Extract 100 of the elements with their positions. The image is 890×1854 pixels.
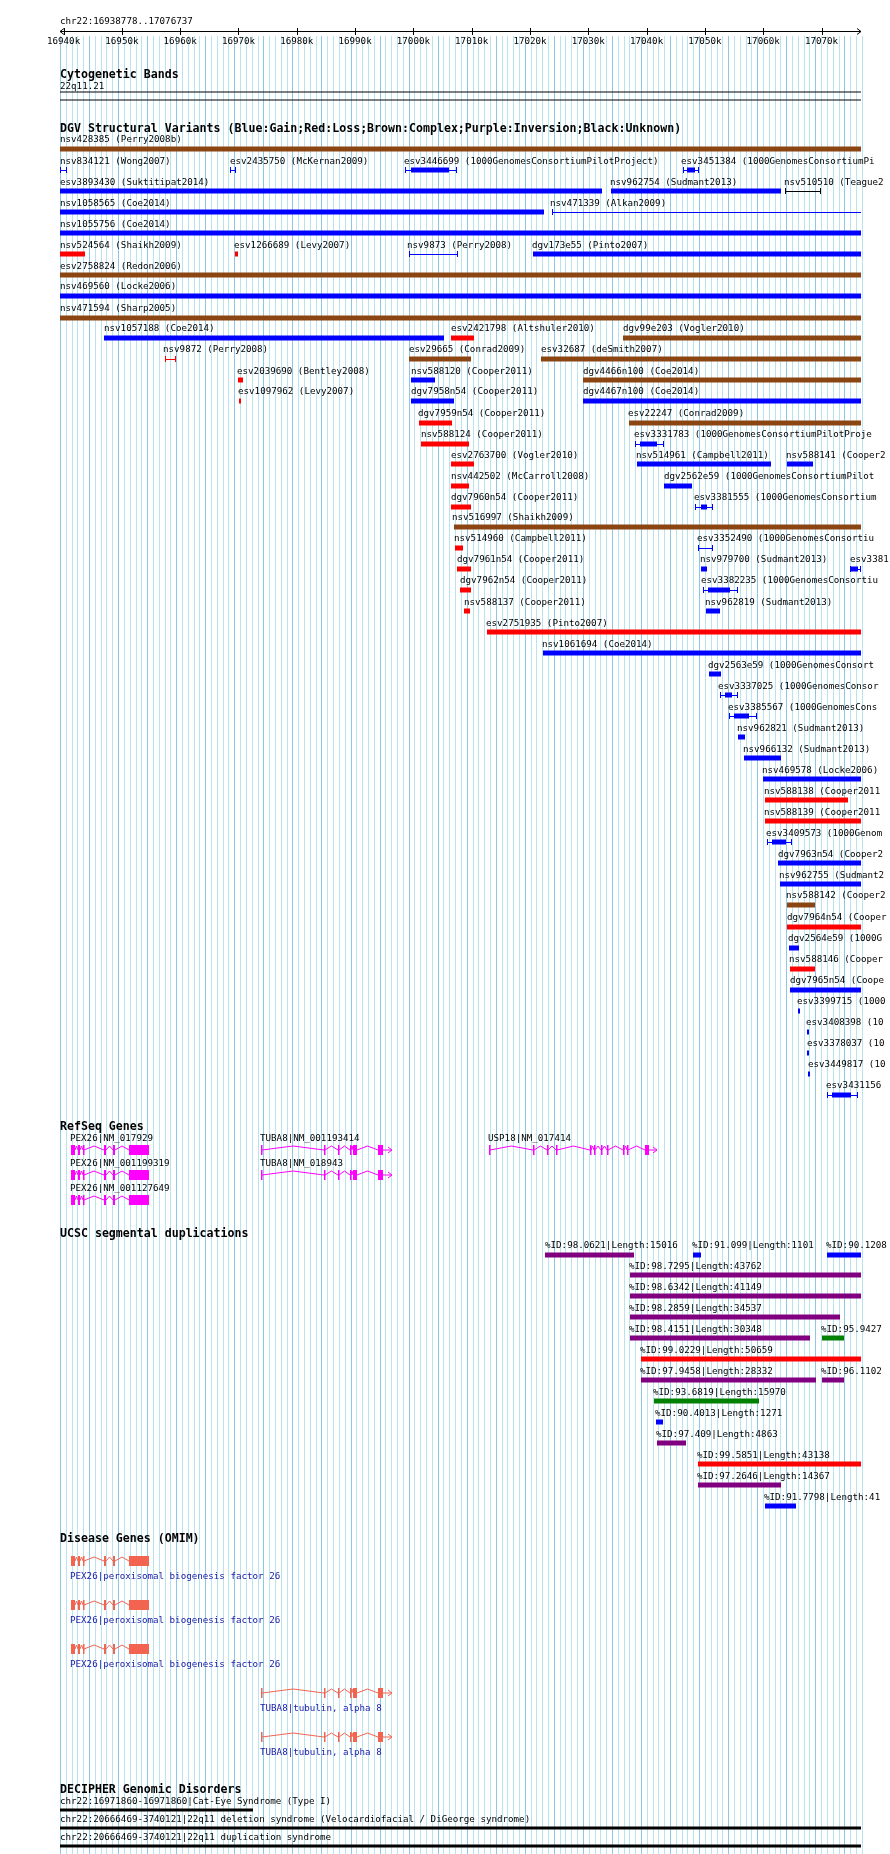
tick-label: 17000k [396,35,430,47]
variant-label: nsv588124 (Cooper2011) [421,428,543,440]
duplication-label: %ID:95.9427 [821,1323,882,1335]
variant-label: dgv4466n100 (Coe2014) [583,365,700,377]
variant-label: esv1266689 (Levy2007) [234,239,351,251]
gene-label: PEX26|NM_001127649 [70,1182,170,1194]
variant-label: dgv173e55 (Pinto2007) [532,239,649,251]
gene-label: TUBA8|NM_018943 [260,1157,343,1169]
variant-label: esv3331783 (1000GenomesConsortiumPilotProje [634,428,872,440]
variant-label: nsv962755 (Sudmant2 [779,869,885,881]
variant-label: nsv428385 (Perry2008b) [60,133,182,145]
variant-label: nsv442502 (McCarroll2008) [451,470,590,482]
variant-label: esv2039690 (Bentley2008) [237,365,370,377]
variant-label: dgv99e203 (Vogler2010) [623,322,745,334]
gene-label: USP18|NM_017414 [488,1132,571,1144]
variant-label: nsv516997 (Shaikh2009) [452,511,574,523]
variant-label: esv2763700 (Vogler2010) [451,449,579,461]
tick-label: 17070k [804,35,839,47]
gene-label: PEX26|NM_017929 [70,1132,153,1144]
variant-label: esv3381 [850,553,889,565]
variant-label: esv3385567 (1000GenomesCons [728,701,878,713]
variant-label: dgv7965n54 (Coope [790,974,885,986]
variant-label: dgv2563e59 (1000GenomesConsort [708,659,874,671]
variant-label: nsv1055756 (Coe2014) [60,218,171,230]
variant-label: nsv966132 (Sudmant2013) [743,743,871,755]
track-title: DGV Structural Variants (Blue:Gain;Red:Loss;Brown:Complex;Purple:Inversion;Black:Unknown) [60,122,682,134]
disease-gene-label: PEX26|peroxisomal biogenesis factor 26 [70,1658,281,1670]
variant-label: dgv7963n54 (Cooper2 [778,848,884,860]
tick-label: 17040k [630,35,664,47]
track-title: UCSC segmental duplications [60,1227,249,1239]
variant-label: esv3409573 (1000Genom [766,827,883,839]
variant-label: nsv962821 (Sudmant2013) [737,722,865,734]
gene-label: PEX26|NM_001199319 [70,1157,170,1169]
variant-label: dgv4467n100 (Coe2014) [583,385,700,397]
tick-label: 17020k [513,35,547,47]
variant-label: nsv588142 (Cooper2 [786,889,886,901]
band-label: 22q11.21 [60,80,105,92]
duplication-label: %ID:97.409|Length:4863 [656,1428,778,1440]
variant-label: esv3381555 (1000GenomesConsortium [694,491,877,503]
tick-label: 16960k [163,35,197,47]
variant-label: nsv469560 (Locke2006) [60,280,177,292]
duplication-label: %ID:97.9458|Length:28332 [640,1365,773,1377]
variant-label: dgv7961n54 (Cooper2011) [457,553,585,565]
variant-label: nsv514961 (Campbell2011) [636,449,769,461]
variant-label: esv2751935 (Pinto2007) [486,617,608,629]
duplication-label: %ID:90.4013|Length:1271 [655,1407,783,1419]
variant-label: esv3451384 (1000GenomesConsortiumPi [681,155,875,167]
variant-label: nsv834121 (Wong2007) [60,155,171,167]
variant-label: nsv9873 (Perry2008) [407,239,513,251]
coordinate-label: chr22:16938778..17076737 [60,15,193,27]
variant-label: nsv510510 (Teague2 [784,176,884,188]
variant-label: dgv7962n54 (Cooper2011) [460,574,588,586]
variant-label: dgv7960n54 (Cooper2011) [451,491,579,503]
variant-label: esv3382235 (1000GenomesConsortiu [701,574,878,586]
tick-label: 17010k [455,35,489,47]
disease-gene-label: PEX26|peroxisomal biogenesis factor 26 [70,1570,281,1582]
duplication-label: %ID:98.7295|Length:43762 [629,1260,762,1272]
variant-label: nsv471339 (Alkan2009) [550,197,667,209]
tick-label: 16990k [338,35,372,47]
duplication-label: %ID:99.5851|Length:43138 [697,1449,830,1461]
variant-label: nsv588141 (Cooper2 [786,449,886,461]
gene-label: TUBA8|NM_001193414 [260,1132,360,1144]
variant-label: nsv469578 (Locke2006) [762,764,879,776]
variant-label: esv22247 (Conrad2009) [628,407,745,419]
variant-label: nsv1058565 (Coe2014) [60,197,171,209]
duplication-label: %ID:98.2859|Length:34537 [629,1302,762,1314]
variant-label: nsv588146 (Cooper [789,953,884,965]
variant-label: esv1097962 (Levy2007) [238,385,355,397]
duplication-label: %ID:91.099|Length:1101 [692,1239,814,1251]
variant-label: dgv7959n54 (Cooper2011) [418,407,546,419]
tick-label: 16940k [47,35,81,47]
duplication-label: %ID:96.1102 [821,1365,882,1377]
duplication-label: %ID:97.2646|Length:14367 [697,1470,830,1482]
variant-label: esv3408398 (10 [806,1016,884,1028]
variant-label: dgv7964n54 (Cooper [787,911,887,923]
track-title: RefSeq Genes [60,1120,144,1132]
variant-label: nsv1061694 (Coe2014) [542,638,653,650]
variant-label: esv3378037 (10 [807,1037,885,1049]
track-title: Disease Genes (OMIM) [60,1532,200,1544]
variant-label: esv32687 (deSmith2007) [541,343,663,355]
variant-label: esv3449817 (10 [808,1058,886,1070]
variant-label: esv3431156 [826,1079,882,1091]
duplication-label: %ID:98.4151|Length:30348 [629,1323,762,1335]
variant-label: nsv588137 (Cooper2011) [464,596,586,608]
variant-label: esv3337025 (1000GenomesConsor [718,680,879,692]
variant-label: dgv2562e59 (1000GenomesConsortiumPilot [664,470,875,482]
variant-label: dgv2564e59 (1000G [788,932,883,944]
variant-label: nsv9872 (Perry2008) [163,343,269,355]
track-title: DECIPHER Genomic Disorders [60,1783,242,1795]
variant-label: nsv524564 (Shaikh2009) [60,239,182,251]
duplication-label: %ID:90.1208 [826,1239,887,1251]
disorder-label: chr22:20666469-3740121|22q11 deletion syndrome (Velocardiofacial / DiGeorge syndrome) [60,1813,531,1825]
disorder-label: chr22:16971860-16971860|Cat-Eye Syndrome (Type I) [60,1795,332,1807]
tick-label: 16970k [221,35,256,47]
disease-gene-label: TUBA8|tubulin, alpha 8 [260,1746,382,1758]
variant-label: nsv588120 (Cooper2011) [411,365,533,377]
variant-label: esv2421798 (Altshuler2010) [451,322,595,334]
tick-label: 16950k [105,35,139,47]
variant-label: nsv962754 (Sudmant2013) [610,176,738,188]
tick-label: 17060k [746,35,780,47]
